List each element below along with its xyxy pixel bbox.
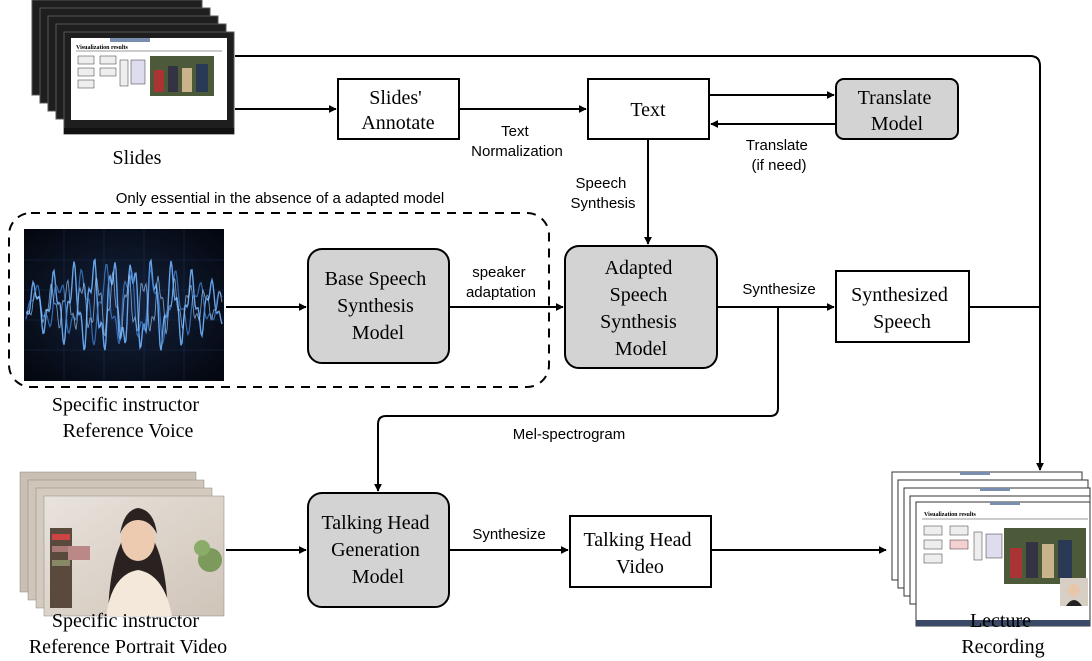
mel-spectrogram-label: Mel-spectrogram: [513, 426, 626, 443]
synthesized-speech-line-2: Speech: [873, 311, 931, 333]
base-speech-line-2: Synthesis: [337, 295, 414, 317]
talking-head-model-line-3: Model: [352, 566, 405, 588]
reference-voice-waveform: [24, 229, 224, 381]
optional-adaptation-region: [8, 212, 550, 388]
slide-thumbnail-title: Visualization results: [76, 45, 129, 51]
reference-portrait-video: [19, 471, 225, 617]
translate-model-line-1: Translate: [858, 87, 932, 109]
slides-annotate-line-1: Slides': [369, 87, 422, 109]
slides-to-lecture-arrow: [235, 55, 1044, 471]
talking-head-video-node: Talking Head Video: [569, 515, 712, 588]
adapted-speech-line-1: Adapted: [605, 257, 673, 279]
lecture-recording-caption: Lecture Recording: [961, 610, 1044, 658]
speaker-adaptation-label: speaker adaptation: [466, 264, 536, 301]
adapted-speech-line-4: Model: [615, 338, 668, 360]
connectors: [226, 55, 1044, 554]
svg-text:Base Speech Synthesis: Base Speech Synthesis Model: [325, 268, 432, 344]
adapted-speech-node: Adapted Speech Synthesis Model: [564, 245, 718, 369]
adapted-speech-line-2: Speech: [610, 284, 668, 306]
talking-head-model-line-2: Generation: [331, 539, 420, 561]
talking-head-model-node: Talking Head Generation Model: [307, 492, 450, 608]
svg-text:Talking Head Video: Talking Head Video: [583, 529, 696, 578]
translate-model-node: Translate Model: [835, 78, 959, 140]
text-node: Text: [587, 78, 710, 140]
speech-synthesis-label: Speech Synthesis: [570, 175, 635, 212]
talking-head-video-line-2: Video: [616, 556, 664, 578]
talking-head-video-line-1: Talking Head: [583, 529, 691, 551]
reference-voice-caption: Specific instructor Reference Voice: [52, 394, 204, 442]
synthesize-label-2: Synthesize: [472, 526, 545, 543]
lecture-thumbnail-title: Visualization results: [924, 512, 977, 518]
adapted-speech-line-3: Synthesis: [600, 311, 677, 333]
slides-caption: Slides: [113, 147, 162, 169]
slides-annotate-line-2: Annotate: [361, 112, 434, 134]
text-normalization-label: Text Normalization: [471, 123, 563, 160]
svg-text:Text: Text: [630, 99, 666, 121]
svg-text:Talking Head Generation: Talking Head Generation Model: [321, 512, 434, 588]
dashed-region-note: Only essential in the absence of a adapt…: [116, 190, 445, 207]
mel-spectrogram-arrow: [374, 307, 779, 492]
svg-text:Adapted Speech Syn: Adapted Speech Synthesis Model: [600, 257, 682, 360]
synthesized-speech-node: Synthesized Speech: [835, 270, 970, 343]
synthesize-label-1: Synthesize: [742, 281, 815, 298]
translate-if-need-label: Translate (if need): [746, 137, 812, 174]
slides-stack: Visualization results: [31, 0, 235, 135]
svg-text:Translate Model: Translate Model: [858, 87, 937, 135]
talking-head-model-line-1: Talking Head: [321, 512, 429, 534]
base-speech-line-1: Base Speech: [325, 268, 427, 290]
svg-text:Synthesized Speech: Synthesized Speech: [851, 284, 953, 333]
translate-model-line-2: Model: [871, 113, 924, 135]
lecture-recording-stack: Visualization results: [891, 471, 1091, 627]
svg-text:Slides' Annotate: Slides' Annotate: [361, 87, 434, 134]
base-speech-line-3: Model: [352, 322, 405, 344]
text-node-label: Text: [630, 99, 666, 121]
reference-portrait-caption: Specific instructor Reference Portrait V…: [29, 610, 227, 658]
synthesized-speech-line-1: Synthesized: [851, 284, 948, 306]
slides-annotate-node: Slides' Annotate: [337, 78, 460, 140]
base-speech-node: Base Speech Synthesis Model: [307, 248, 450, 364]
